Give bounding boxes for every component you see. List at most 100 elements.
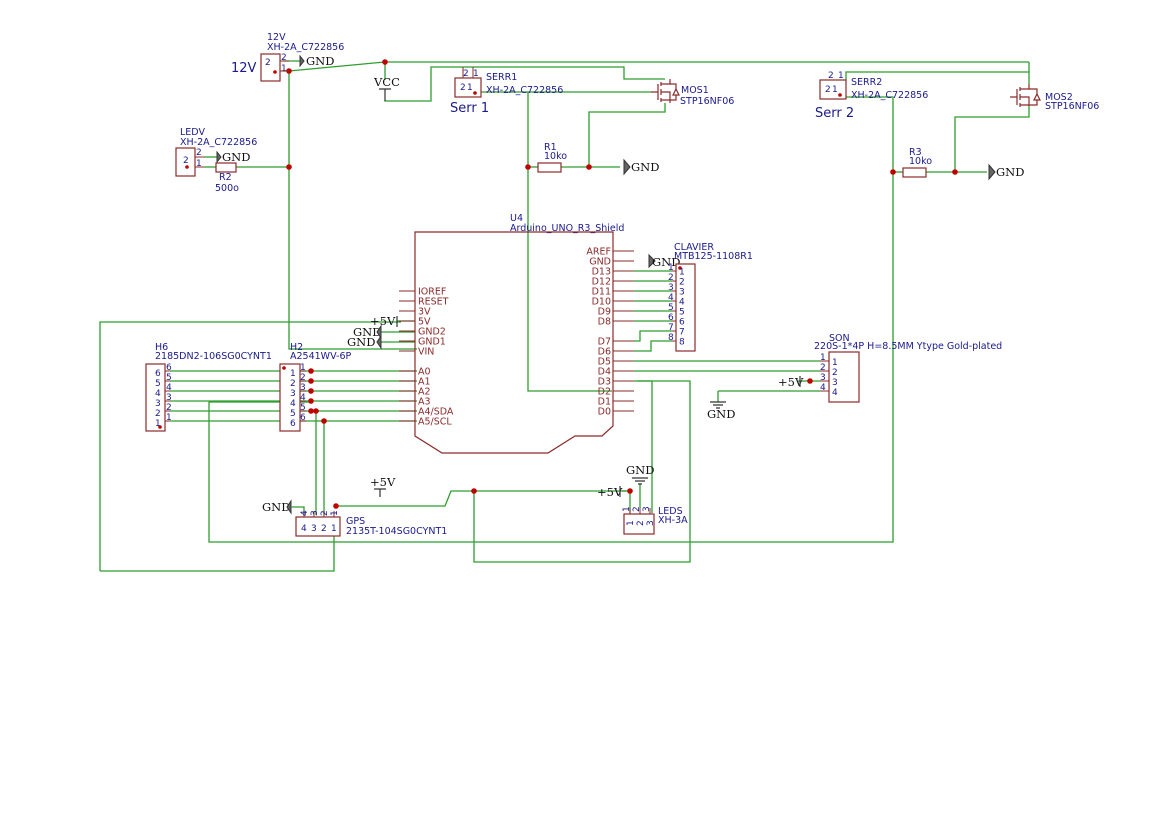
pin-serr1-2b: 2: [463, 69, 469, 79]
pin-12v-1: 1: [281, 64, 287, 74]
value-serr2: XH-2A_C722856: [851, 90, 928, 101]
gnd-label-son: GND: [707, 407, 735, 421]
vcc-symbol: VCC: [373, 75, 400, 101]
connector-ledv[interactable]: LEDV XH-2A_C722856 2 2 1: [175, 127, 257, 177]
gnd-leds: GND: [626, 463, 654, 485]
connector-son[interactable]: SON 220S-1*4P H=8.5MM Ytype Gold-plated …: [814, 333, 1002, 403]
gnd-u4-right: GND: [648, 253, 680, 269]
wires: [99, 60, 1030, 572]
u4-pin-label-d4: D4: [598, 367, 611, 378]
gps-pin-inner-1: 1: [331, 524, 337, 534]
u4-pin-label-d5: D5: [598, 357, 611, 368]
gnd-label-r3: GND: [996, 165, 1024, 179]
u4-pin-label-gnd2: GND2: [418, 327, 446, 338]
ref-12v: 12V: [267, 32, 286, 43]
junctions: [286, 59, 958, 509]
pin-serr2-2: 2: [825, 85, 831, 95]
u4-pin-label-d9: D9: [598, 307, 611, 318]
son-pin-inner-3: 3: [832, 378, 838, 388]
gnd-r1: GND: [623, 158, 659, 176]
u4-pin-label-a0: A0: [418, 367, 431, 378]
leds-pin-inner-3: 3: [646, 520, 656, 526]
h2-pin-inner-4: 4: [290, 399, 296, 409]
u4-pin-label-5v: 5V: [418, 317, 431, 328]
u4-pin-label-d8: D8: [598, 317, 611, 328]
mosfet-mos2[interactable]: MOS2 STP16NF06: [1010, 84, 1099, 112]
clavier-pin-inner-1: 1: [679, 268, 685, 278]
u4-pin-label-d7: D7: [598, 337, 611, 348]
label-serr2-big: Serr 2: [815, 106, 854, 121]
h2-pin-outer-2: 2: [300, 373, 306, 383]
u4-pin-label-vin: VIN: [418, 347, 434, 358]
ref-son: SON: [829, 333, 850, 344]
value-r3: 10ko: [909, 156, 932, 167]
value-h2: A2541WV-6P: [290, 351, 351, 362]
gnd-label-gps: GND: [262, 500, 290, 514]
u4-pin-label-a4-sda: A4/SDA: [418, 407, 454, 418]
clavier-pin-inner-8: 8: [679, 338, 685, 348]
u4-pin-label-a3: A3: [418, 397, 431, 408]
pin-serr1-1: 1: [467, 83, 473, 93]
mosfet-mos1[interactable]: MOS1 STP16NF06: [651, 79, 734, 107]
pin-serr1-1b: 1: [473, 69, 479, 79]
gnd-gps: GND: [262, 499, 305, 515]
gps-pin-outer-3: 3: [310, 510, 320, 516]
value-gps: 2135T-104SG0CYNT1: [346, 526, 447, 537]
connector-serr1[interactable]: 2 1 2 1 SERR1 XH-2A_C722856 Serr 1: [450, 67, 563, 116]
value-mos1: STP16NF06: [680, 96, 734, 107]
connector-serr2[interactable]: 2 1 2 1 SERR2 XH-2A_C722856 Serr 2: [815, 71, 928, 121]
ref-serr2: SERR2: [851, 77, 882, 88]
connector-12v[interactable]: 12V 12V XH-2A_C722856 2 2 1: [231, 32, 344, 82]
h2-pin-inner-1: 1: [290, 369, 296, 379]
label-vcc: VCC: [373, 75, 400, 89]
p5v-label-u4: +5V: [370, 314, 396, 328]
u4-pin-label-d11: D11: [592, 287, 611, 298]
value-u4: Arduino_UNO_R3_Shield: [510, 223, 624, 234]
resistor-r3[interactable]: R3 10ko: [902, 147, 932, 178]
ref-ledv: LEDV: [180, 127, 205, 138]
u4-pin-label-reset: RESET: [418, 297, 449, 308]
h2-pin-inner-6: 6: [290, 419, 296, 429]
pin-12v-2: 2: [265, 58, 271, 68]
h2-pin-inner-5: 5: [290, 409, 296, 419]
resistor-r2[interactable]: R2 500o: [215, 162, 239, 194]
clavier-pin-inner-2: 2: [679, 278, 685, 288]
u4-pin-label-d13: D13: [592, 267, 611, 278]
u4-left-pins: IOREFRESET3V5VGND2GND1VINA0A1A2A3A4/SDAA…: [399, 287, 454, 428]
h6-pin-inner-1: 1: [155, 419, 161, 429]
son-pin-inner-1: 1: [832, 358, 838, 368]
u4-pin-label-d6: D6: [598, 347, 611, 358]
gnd-u4-gnd1: GND: [347, 334, 382, 350]
u4-pin-label-d0: D0: [598, 407, 611, 418]
h6-pin-inner-2: 2: [155, 409, 161, 419]
gnd-label-u4: GND: [652, 255, 680, 269]
arduino-u4[interactable]: U4 Arduino_UNO_R3_Shield IOREFRESET3V5VG…: [399, 213, 634, 454]
label-12v-big: 12V: [231, 61, 257, 76]
leds-pin-outer-3: 3: [642, 506, 652, 512]
value-ledv: XH-2A_C722856: [180, 137, 257, 148]
clavier-pin-outer-8: 8: [668, 333, 674, 343]
value-serr1: XH-2A_C722856: [486, 85, 563, 96]
u4-pin-label-a5-scl: A5/SCL: [418, 417, 452, 428]
son-pin-inner-2: 2: [832, 368, 838, 378]
clavier-pin-outer-7: 7: [668, 323, 674, 333]
gps-pin-outer-2: 2: [320, 510, 330, 516]
h6-pin-outer-1: 1: [166, 413, 172, 423]
h2-pin-inner-3: 3: [290, 389, 296, 399]
h6-pin-inner-6: 6: [155, 369, 161, 379]
h2-pin-inner-2: 2: [290, 379, 296, 389]
son-pin-outer-4: 4: [820, 383, 826, 393]
leds-pin-inner-2: 2: [636, 520, 646, 526]
value-son: 220S-1*4P H=8.5MM Ytype Gold-plated: [814, 341, 1002, 352]
u4-pin-label-d1: D1: [598, 397, 611, 408]
resistor-r1[interactable]: R1 10ko: [537, 142, 567, 173]
u4-pin-label-a2: A2: [418, 387, 431, 398]
